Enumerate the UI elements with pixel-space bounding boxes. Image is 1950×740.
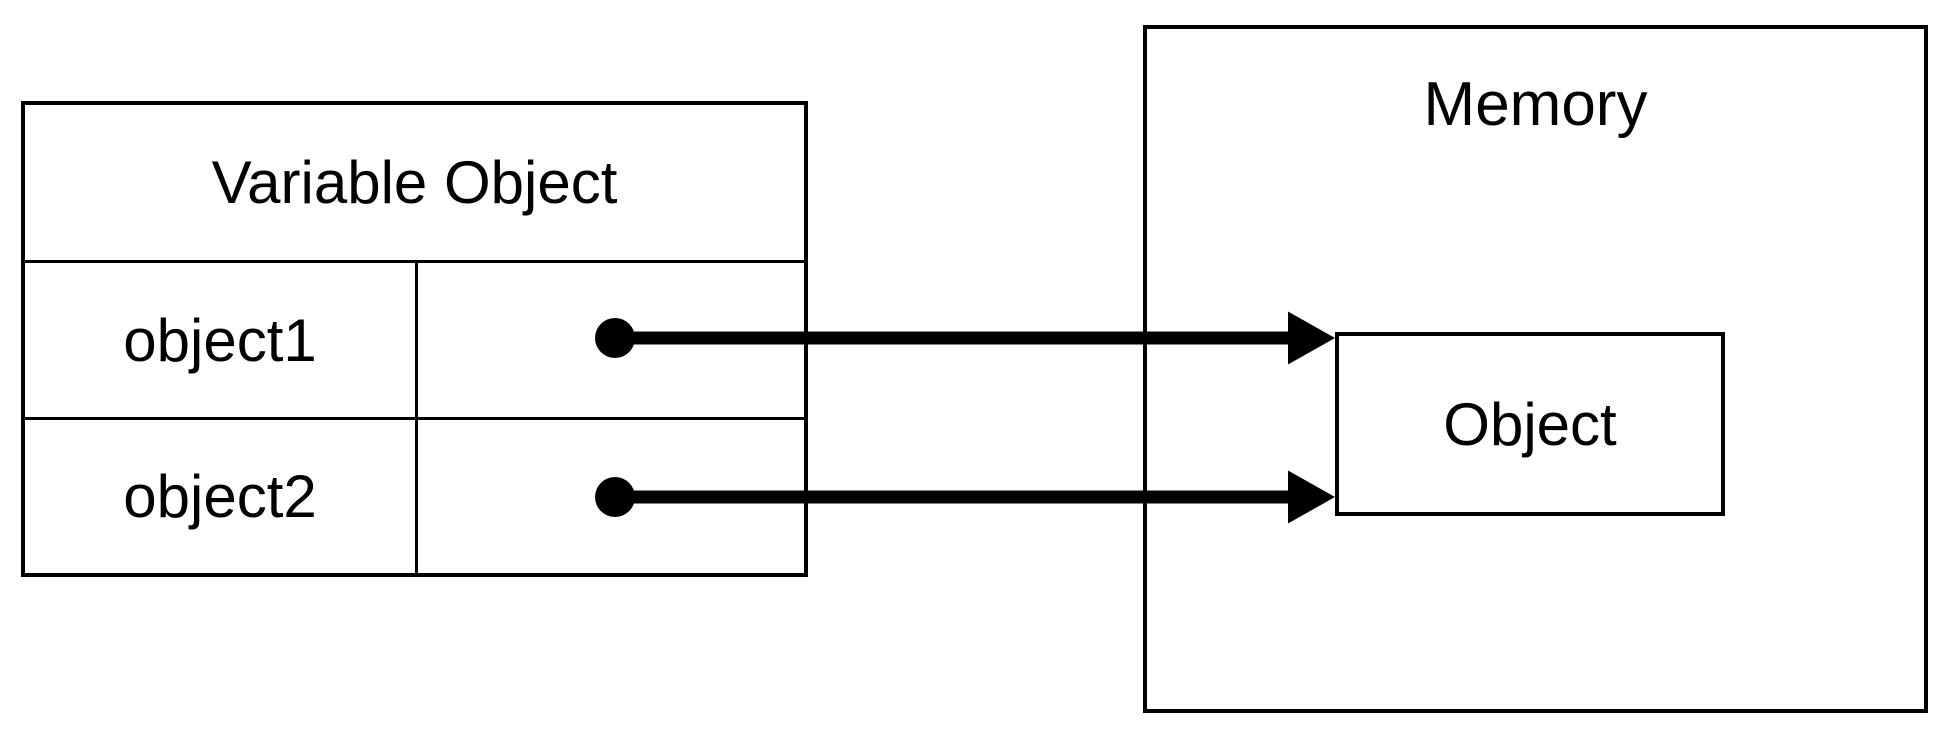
memory-title: Memory — [1423, 70, 1648, 139]
table-row-object1: object1 — [25, 263, 804, 420]
table-row-object2: object2 — [25, 420, 804, 573]
variable-object-table-title: Variable Object — [25, 105, 804, 263]
pointer-cell-object2 — [418, 420, 804, 573]
pointer-cell-object1 — [418, 263, 804, 417]
object-box: Object — [1335, 332, 1725, 516]
variable-object-table: Variable Object object1 object2 — [21, 101, 808, 577]
variable-name-cell-object1: object1 — [25, 263, 418, 417]
variable-name-cell-object2: object2 — [25, 420, 418, 573]
